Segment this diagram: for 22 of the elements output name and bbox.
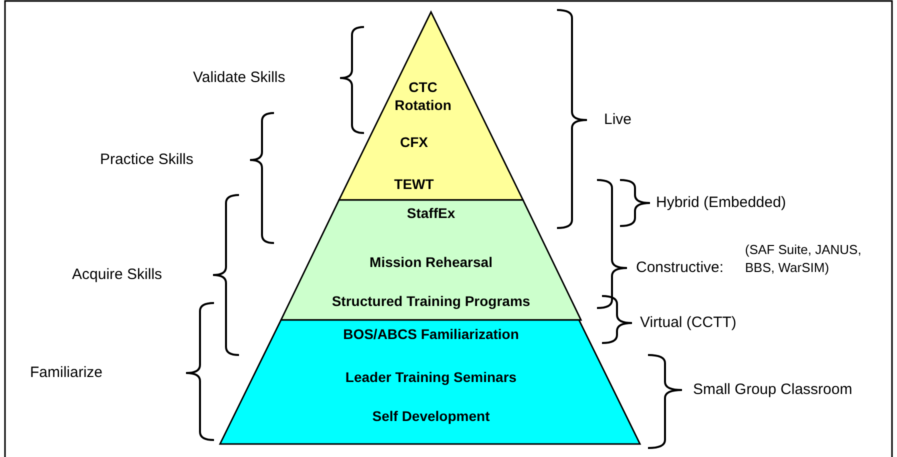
tier-label: Structured Training Programs xyxy=(330,292,532,310)
brace-label: Practice Skills xyxy=(100,151,194,169)
brace-label: Virtual (CCTT) xyxy=(640,314,736,332)
pyramid-tier xyxy=(339,12,523,200)
tier-label: StaffEx xyxy=(406,204,456,222)
tier-label: TEWT xyxy=(393,175,435,193)
brace-label: Small Group Classroom xyxy=(693,381,852,399)
tier-label: CFX xyxy=(399,133,429,151)
brace-label: Acquire Skills xyxy=(72,266,162,284)
tier-label: BOS/ABCS Familiarization xyxy=(342,325,520,343)
brace-label: Familiarize xyxy=(30,364,103,382)
tier-label: Mission Rehearsal xyxy=(368,253,494,271)
pyramid-tier xyxy=(281,200,581,320)
brace-label: Constructive: xyxy=(636,259,724,277)
pyramid-tier xyxy=(220,320,640,444)
tier-label: Leader Training Seminars xyxy=(344,368,518,386)
tier-label: Self Development xyxy=(371,407,491,425)
brace-label: (SAF Suite, JANUS, BBS, WarSIM) xyxy=(745,241,862,277)
brace-label: Validate Skills xyxy=(193,69,286,87)
tier-label: CTC Rotation xyxy=(394,78,452,114)
brace-label: Hybrid (Embedded) xyxy=(656,194,786,212)
brace-label: Live xyxy=(604,111,632,129)
